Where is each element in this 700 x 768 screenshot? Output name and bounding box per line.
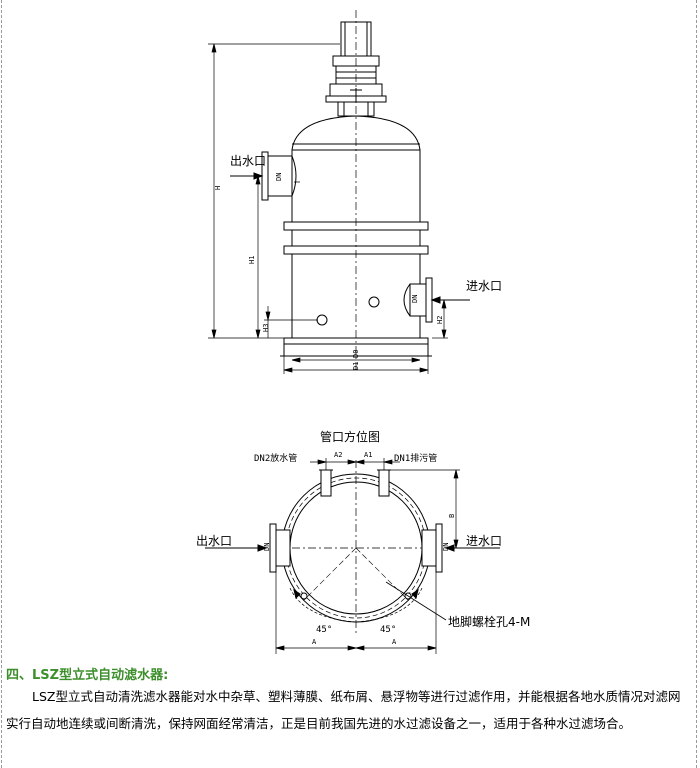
svg-text:DN: DN	[263, 543, 271, 551]
plan-outlet-label: 出水口	[196, 534, 232, 548]
elevation-view: DN DN H H1	[208, 10, 502, 374]
page-left-border	[1, 0, 2, 768]
dim-H1: H1	[248, 175, 262, 339]
A2-label: A2	[334, 451, 342, 459]
filter-technical-drawing: DN DN H H1	[196, 10, 530, 654]
dim-A-bottom: A A	[275, 572, 437, 654]
D1-label: D1	[352, 362, 360, 370]
section-body: LSZ型立式自动清洗滤水器能对水中杂草、塑料薄膜、纸布屑、悬浮物等进行过滤作用，…	[6, 689, 681, 731]
A-right-label: A	[392, 638, 397, 646]
A1-label: A1	[364, 451, 372, 459]
dn2-drain-pipe	[319, 469, 333, 497]
dim-H: H	[208, 43, 340, 339]
plan-inlet-label: 进水口	[466, 534, 502, 548]
dim-H3: H3	[262, 306, 318, 338]
plan-view: 管口方位图 DN DN	[196, 429, 530, 654]
inlet-label: 进水口	[466, 279, 502, 293]
H3-label: H3	[262, 324, 270, 332]
H-label: H	[214, 186, 222, 190]
dn1-sewage-pipe	[377, 469, 391, 497]
page-right-border	[696, 0, 697, 768]
H1-label: H1	[248, 256, 256, 264]
plan-inlet-nozzle: DN	[421, 523, 500, 573]
H2-label: H2	[436, 316, 444, 324]
outlet-label: 出水口	[230, 154, 266, 168]
dn2-label: DN2放水管	[254, 452, 297, 464]
dim-B: B	[390, 469, 460, 549]
dn1-label: DN1排污管	[394, 452, 437, 464]
dim-H2: H2	[432, 299, 448, 339]
D0-label: D0	[352, 350, 360, 358]
dim-A1-A2: A2 A1	[310, 451, 400, 470]
A-left-label: A	[312, 638, 317, 646]
svg-text:DN: DN	[411, 295, 419, 303]
inlet-nozzle: DN	[403, 277, 470, 323]
dim-D0-D1: D0 D1	[283, 350, 429, 374]
angle-left-label: 45°	[316, 625, 332, 635]
svg-text:DN: DN	[442, 543, 450, 551]
angle-right-label: 45°	[380, 625, 396, 635]
section-title: 四、LSZ型立式自动滤水器:	[6, 668, 169, 683]
port-position-title: 管口方位图	[320, 429, 380, 444]
plan-outlet-nozzle: DN	[205, 523, 291, 573]
B-label: B	[448, 514, 456, 518]
anchor-bolt-label: 地脚螺栓孔4-M	[448, 614, 530, 629]
svg-text:DN: DN	[275, 173, 283, 181]
